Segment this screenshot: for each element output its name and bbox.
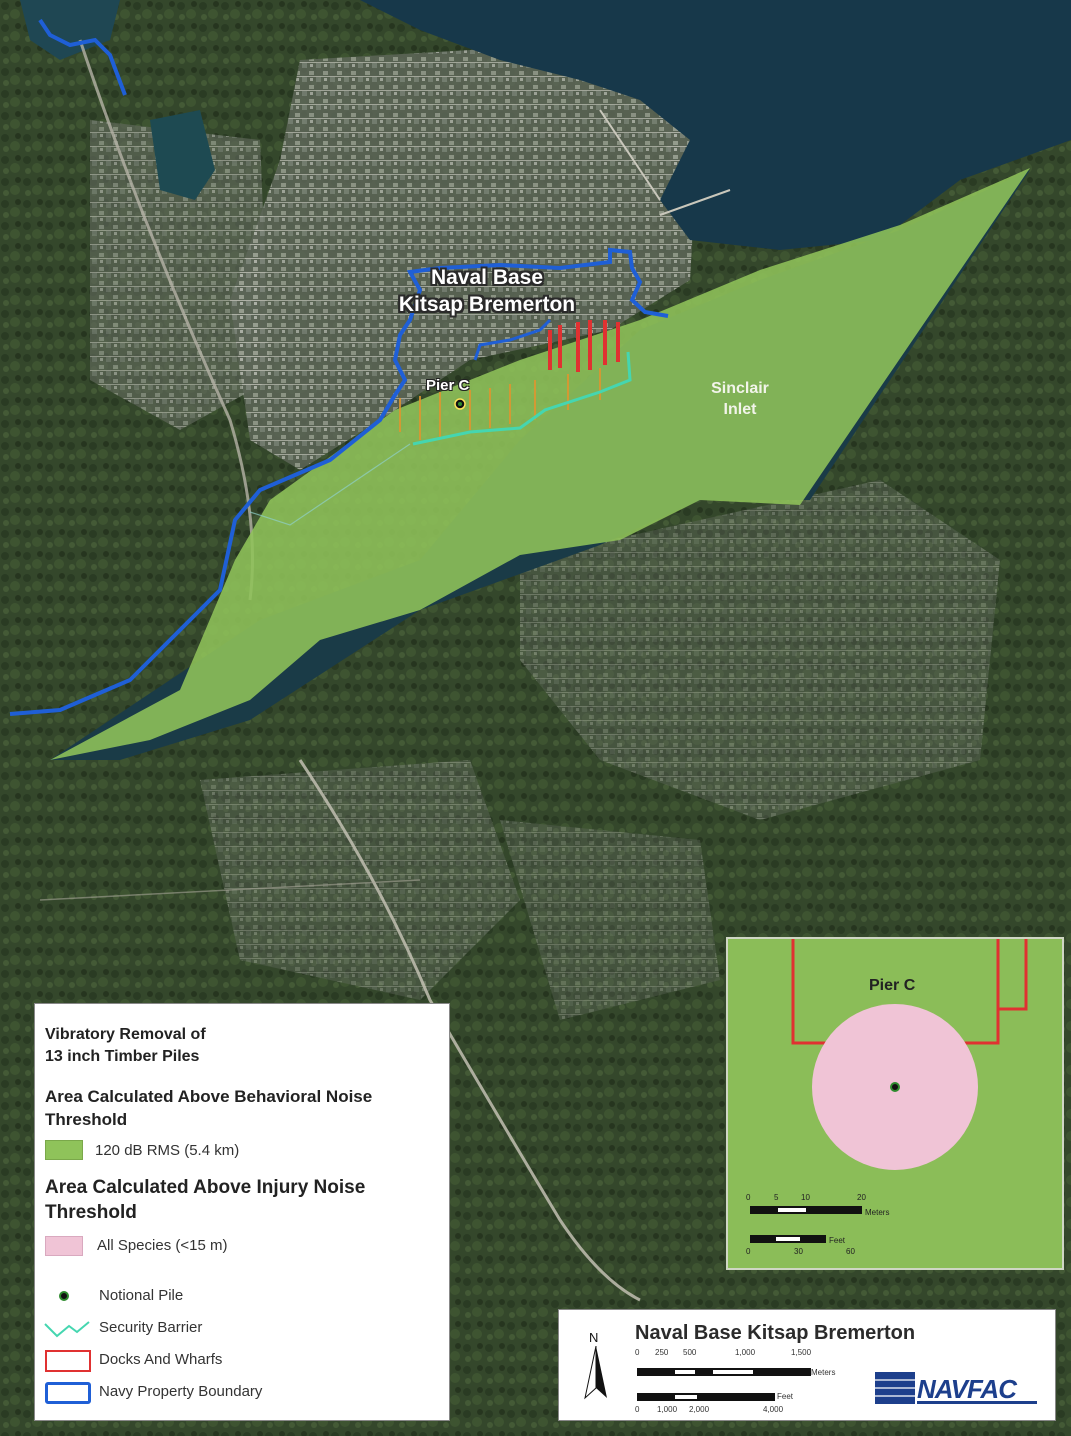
svg-text:NAVFAC: NAVFAC <box>917 1374 1018 1404</box>
pile-point-icon <box>59 1291 69 1301</box>
legend-item-pile: Notional Pile <box>99 1287 184 1304</box>
inset-m-tick-0: 0 <box>746 1193 751 1202</box>
navfac-logo: NAVFAC <box>875 1372 1037 1404</box>
f-unit: Feet <box>777 1392 794 1401</box>
m-unit: Meters <box>811 1368 836 1377</box>
f-tick-2: 2,000 <box>689 1405 710 1414</box>
inset-f-tick-1: 30 <box>794 1247 803 1256</box>
navy-boundary-box-icon <box>45 1382 91 1404</box>
inset-m-tick-3: 20 <box>857 1193 866 1202</box>
sinclair-inlet-label: Sinclair Inlet <box>711 380 769 418</box>
injury-heading: Area Calculated Above Injury Noise Thres… <box>45 1177 366 1223</box>
title-block: N Naval Base Kitsap Bremerton 0 250 500 … <box>558 1309 1056 1421</box>
legend-item-boundary: Navy Property Boundary <box>99 1383 263 1400</box>
f-tick-0: 0 <box>635 1405 640 1414</box>
injury-item-label: All Species (<15 m) <box>97 1237 228 1254</box>
m-tick-4: 1,500 <box>791 1348 812 1357</box>
inset-m-unit: Meters <box>865 1208 890 1217</box>
docks-wharfs-shapes <box>548 320 620 372</box>
inset-drawing <box>750 939 1028 1243</box>
behavioral-heading: Area Calculated Above Behavioral Noise T… <box>45 1087 373 1129</box>
base-label: Naval Base Kitsap Bremerton <box>398 266 576 316</box>
legend-item-security: Security Barrier <box>99 1319 203 1336</box>
scale-bar <box>637 1368 811 1401</box>
f-tick-3: 4,000 <box>763 1405 784 1414</box>
north-arrow-icon <box>584 1346 607 1400</box>
inset-m-tick-1: 5 <box>774 1193 779 1202</box>
m-tick-3: 1,000 <box>735 1348 756 1357</box>
m-tick-0: 0 <box>635 1348 640 1357</box>
inset-f-tick-2: 60 <box>846 1247 855 1256</box>
security-barrier-line-icon <box>44 1321 90 1338</box>
map-legend: Vibratory Removal of 13 inch Timber Pile… <box>34 1003 450 1421</box>
pier-c-label: Pier C <box>426 377 470 394</box>
north-label: N <box>589 1330 599 1345</box>
inset-m-tick-2: 10 <box>801 1193 810 1202</box>
m-tick-2: 500 <box>683 1348 697 1357</box>
legend-item-docks: Docks And Wharfs <box>99 1351 223 1368</box>
pier-c-inset-map[interactable]: Pier C 0 5 10 20 Meters 0 30 60 Feet <box>726 937 1064 1270</box>
behavioral-item-label: 120 dB RMS (5.4 km) <box>95 1142 240 1159</box>
inset-f-tick-0: 0 <box>746 1247 751 1256</box>
security-barrier-line <box>412 351 632 446</box>
behavioral-zone-area <box>50 168 1030 760</box>
inset-title: Pier C <box>869 977 916 994</box>
behavioral-swatch <box>45 1140 83 1160</box>
inset-f-unit: Feet <box>829 1236 846 1245</box>
docks-wharfs-box-icon <box>45 1350 91 1372</box>
navy-boundary-line <box>9 247 669 716</box>
f-tick-1: 1,000 <box>657 1405 678 1414</box>
legend-title: Vibratory Removal of 13 inch Timber Pile… <box>45 1026 206 1065</box>
map-title: Naval Base Kitsap Bremerton <box>635 1322 916 1344</box>
m-tick-1: 250 <box>655 1348 669 1357</box>
injury-swatch <box>45 1236 83 1256</box>
inset-pile-marker <box>890 1082 900 1092</box>
